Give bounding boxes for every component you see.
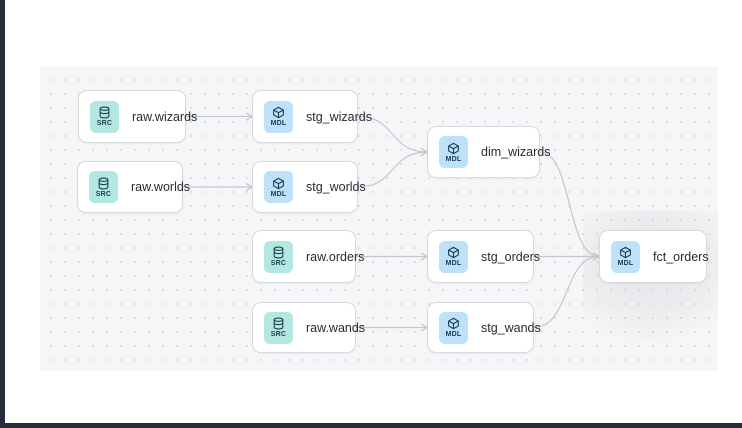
badge-label: MDL	[270, 120, 287, 127]
node-label: stg_wands	[481, 320, 541, 335]
mdl-type-badge: MDL	[264, 171, 293, 203]
node-label: raw.orders	[306, 249, 365, 264]
mdl-type-badge: MDL	[611, 240, 640, 273]
node-dim_wizards[interactable]: MDL dim_wizards	[427, 126, 550, 178]
cube-icon	[448, 246, 459, 259]
mdl-type-badge: MDL	[439, 311, 468, 344]
badge-label: MDL	[270, 190, 287, 198]
mdl-type-badge: MDL	[439, 240, 468, 273]
badge-label: MDL	[445, 155, 462, 163]
edge-stg_worlds-to-dim_wizards	[357, 148, 429, 188]
node-raw.worlds[interactable]: SRC raw.worlds	[77, 161, 190, 213]
cube-icon	[620, 246, 631, 259]
badge-label: SRC	[270, 260, 287, 267]
src-type-badge: SRC	[264, 311, 293, 344]
database-icon	[273, 317, 284, 330]
database-icon	[273, 246, 284, 259]
window-left-edge	[0, 0, 5, 428]
node-label: stg_worlds	[306, 180, 366, 194]
edge-stg_wands-to-fct_orders	[533, 252, 601, 329]
cube-icon	[273, 106, 284, 119]
badge-label: SRC	[95, 190, 112, 198]
node-raw.wizards[interactable]: SRC raw.wizards	[78, 90, 197, 143]
mdl-type-badge: MDL	[264, 100, 293, 133]
node-stg_orders[interactable]: MDL stg_orders	[427, 230, 540, 283]
node-label: raw.wizards	[132, 109, 198, 124]
database-icon	[99, 106, 110, 119]
node-stg_worlds[interactable]: MDL stg_worlds	[252, 161, 366, 213]
node-fct_orders[interactable]: MDL fct_orders	[599, 230, 709, 283]
node-stg_wands[interactable]: MDL stg_wands	[427, 302, 541, 353]
mdl-type-badge: MDL	[439, 136, 468, 168]
badge-label: MDL	[445, 331, 462, 338]
badge-label: MDL	[617, 260, 634, 267]
node-stg_wizards[interactable]: MDL stg_wizards	[252, 90, 372, 143]
edge-stg_wizards-to-dim_wizards	[357, 115, 429, 156]
cube-icon	[448, 317, 459, 330]
badge-label: MDL	[445, 260, 462, 267]
node-label: stg_wizards	[306, 109, 372, 124]
node-raw.wands[interactable]: SRC raw.wands	[252, 302, 365, 353]
edge-dim_wizards-to-fct_orders	[539, 151, 601, 261]
database-icon	[98, 177, 109, 189]
node-label: fct_orders	[653, 249, 709, 264]
badge-label: SRC	[270, 331, 287, 338]
src-type-badge: SRC	[264, 240, 293, 273]
src-type-badge: SRC	[89, 171, 118, 203]
cube-icon	[448, 142, 459, 154]
window-bottom-edge	[0, 423, 742, 428]
node-label: dim_wizards	[481, 145, 551, 159]
cube-icon	[273, 177, 284, 189]
node-label: raw.worlds	[131, 180, 191, 194]
node-raw.orders[interactable]: SRC raw.orders	[252, 230, 364, 283]
node-label: raw.wands	[306, 320, 366, 335]
node-label: stg_orders	[481, 249, 541, 264]
edge-layer	[183, 112, 601, 332]
src-type-badge: SRC	[90, 100, 119, 133]
badge-label: SRC	[96, 120, 113, 127]
